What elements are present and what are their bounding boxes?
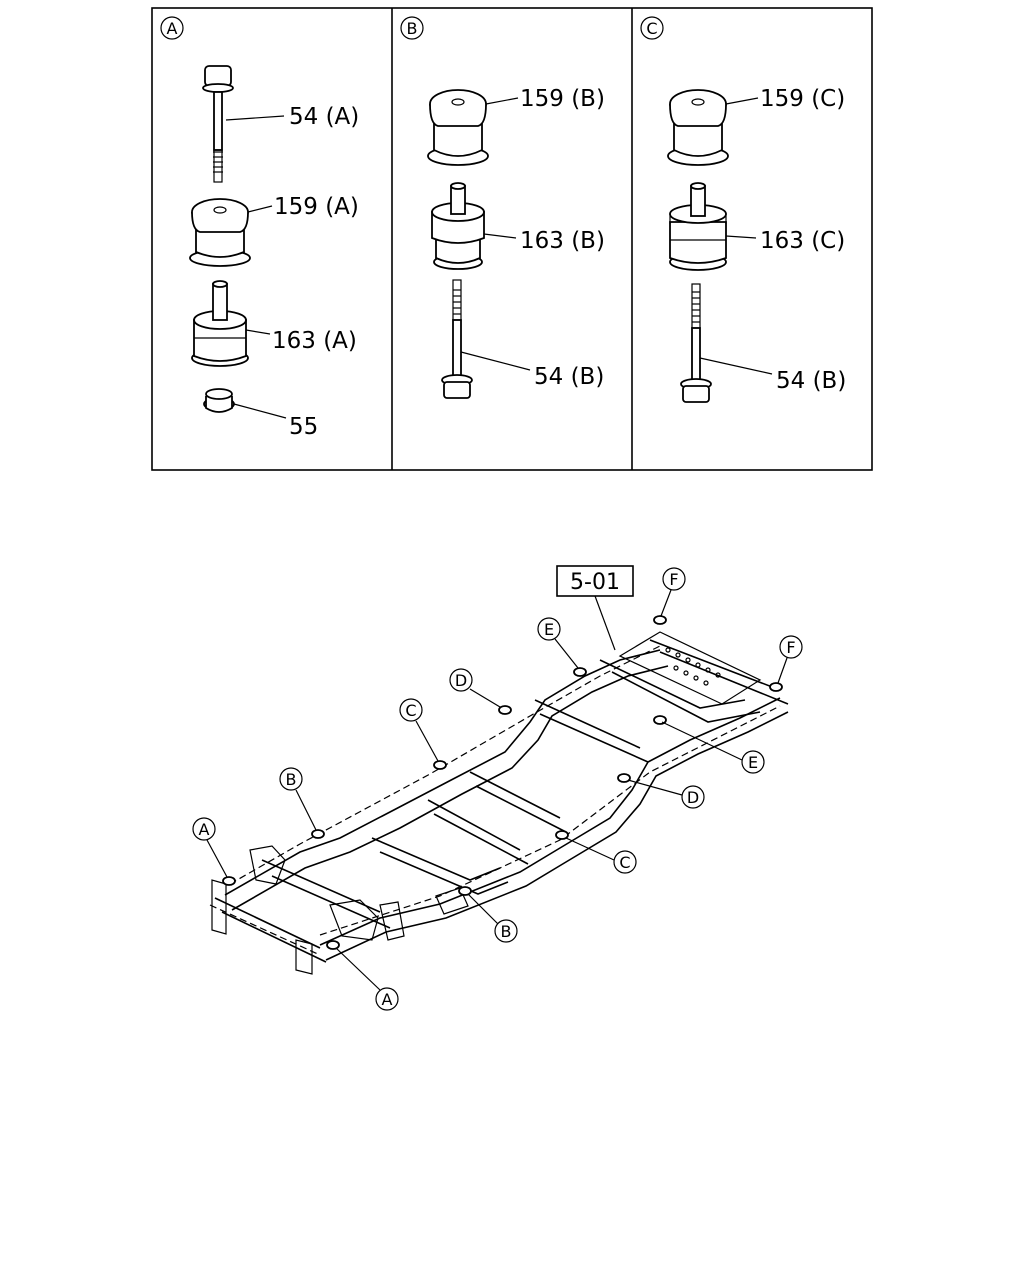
svg-text:5-01: 5-01	[570, 570, 620, 595]
svg-text:C: C	[619, 853, 630, 872]
panel-a-marker: A	[160, 16, 184, 40]
label-54b-2: 54 (B)	[776, 368, 846, 394]
svg-text:B: B	[501, 922, 512, 941]
callout-e-2: E	[661, 721, 765, 774]
svg-text:F: F	[786, 638, 795, 657]
callout-c-1: C	[399, 698, 439, 762]
label-159c: 159 (C)	[760, 86, 845, 112]
callout-e-1: E	[537, 617, 579, 669]
callout-c-2: C	[565, 837, 637, 874]
ref-box-5-01: 5-01	[556, 565, 634, 651]
panel-frame	[151, 7, 873, 471]
panel-b-lower-mount	[431, 182, 485, 270]
frame-mount-points	[222, 615, 783, 950]
callout-b-2: B	[467, 893, 518, 943]
svg-text:C: C	[405, 701, 416, 720]
svg-text:E: E	[544, 620, 554, 639]
svg-text:B: B	[407, 19, 418, 38]
svg-text:D: D	[455, 671, 467, 690]
panel-b-marker: B	[400, 16, 424, 40]
svg-text:C: C	[646, 19, 657, 38]
panel-a-upper-mount	[189, 198, 251, 267]
svg-text:A: A	[167, 19, 178, 38]
svg-text:D: D	[687, 788, 699, 807]
panel-a-bolt	[202, 65, 234, 183]
callout-a-2: A	[335, 947, 399, 1011]
label-55: 55	[289, 414, 318, 440]
label-163c: 163 (C)	[760, 228, 845, 254]
panel-a-lower-mount	[191, 280, 249, 367]
svg-text:A: A	[199, 820, 210, 839]
callout-a-1: A	[192, 817, 228, 878]
svg-text:E: E	[748, 753, 758, 772]
label-54b-1: 54 (B)	[534, 364, 604, 390]
panel-c-upper-mount	[667, 89, 729, 166]
label-54a: 54 (A)	[289, 104, 359, 130]
panel-c-marker: C	[640, 16, 664, 40]
svg-text:B: B	[286, 770, 297, 789]
panel-c-bolt	[680, 283, 712, 403]
callout-d-2: D	[627, 779, 705, 809]
panel-a-nut	[203, 388, 235, 413]
panel-c-lower-mount	[669, 182, 727, 271]
label-163b: 163 (B)	[520, 228, 605, 254]
label-159b: 159 (B)	[520, 86, 605, 112]
panel-b-bolt	[441, 279, 473, 399]
label-159a: 159 (A)	[274, 194, 359, 220]
svg-text:F: F	[669, 570, 678, 589]
label-163a: 163 (A)	[272, 328, 357, 354]
callout-b-1: B	[279, 767, 317, 831]
svg-text:A: A	[382, 990, 393, 1009]
callout-f-2: F	[777, 635, 803, 684]
panel-b-upper-mount	[427, 89, 489, 166]
callout-d-1: D	[449, 668, 501, 708]
callout-f-1: F	[660, 567, 686, 617]
chassis-frame	[209, 631, 789, 975]
